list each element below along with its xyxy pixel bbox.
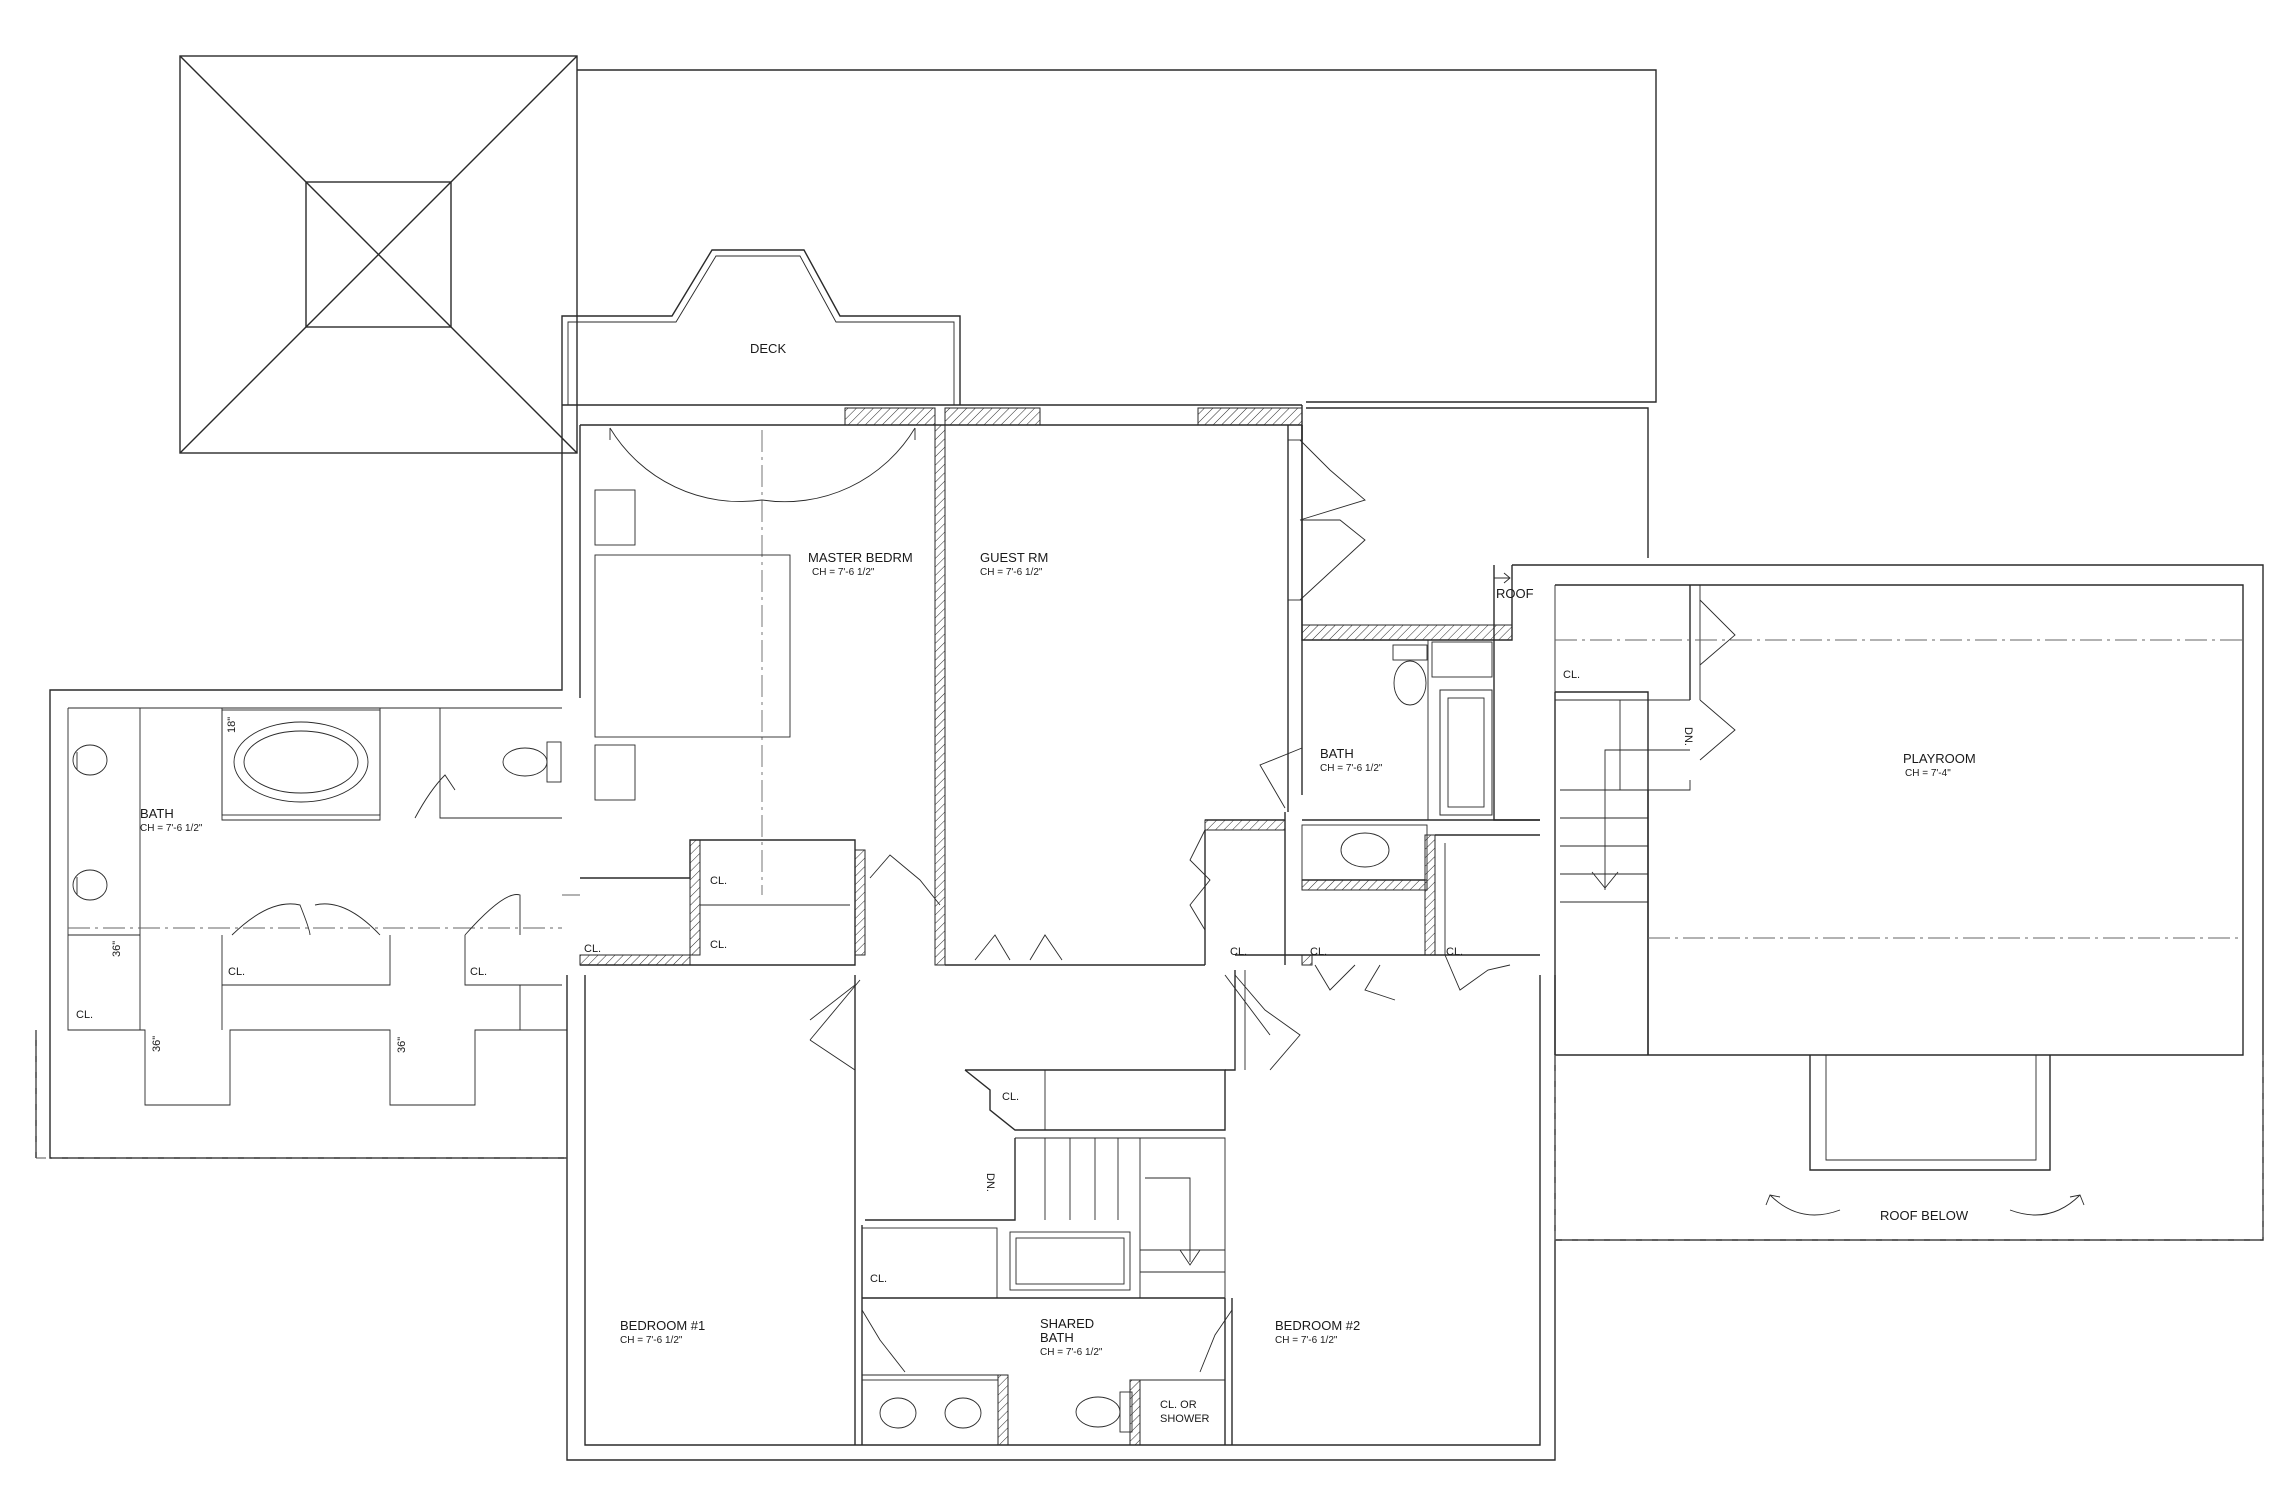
toilet-master xyxy=(502,741,562,783)
hip-roof-outline xyxy=(179,55,578,454)
deck xyxy=(561,249,961,405)
closet-label: CL. xyxy=(1002,1091,1019,1103)
closet-label: CL. xyxy=(710,875,727,887)
shared-bath-label-1: SHARED xyxy=(1040,1316,1094,1331)
dim-36-label: 36" xyxy=(111,941,123,957)
main-roof-outline xyxy=(577,69,1657,558)
room-labels: DECK MASTER BEDRM CH = 7'-6 1/2" GUEST R… xyxy=(140,341,1976,1358)
master-bedroom-label: MASTER BEDRM xyxy=(808,550,913,565)
closet-label: CL. xyxy=(76,1009,93,1021)
guest-bath-ceiling: CH = 7'-6 1/2" xyxy=(1320,763,1383,774)
closet-label: CL. xyxy=(1310,946,1327,958)
bedroom-1-label: BEDROOM #1 xyxy=(620,1318,705,1333)
roof-below-label: ROOF BELOW xyxy=(1880,1208,1969,1223)
dim-18-label: 18" xyxy=(226,717,238,733)
dim-36-label: 36" xyxy=(396,1037,408,1053)
closet-label: CL. xyxy=(710,939,727,951)
deck-label: DECK xyxy=(750,341,786,356)
bathtub-master xyxy=(221,709,381,816)
shared-bath-ceiling: CH = 7'-6 1/2" xyxy=(1040,1347,1103,1358)
closet-label: CL. xyxy=(1446,946,1463,958)
guest-room-ceiling: CH = 7'-6 1/2" xyxy=(980,567,1043,578)
closet-label: CL. xyxy=(470,966,487,978)
fixtures-shared-bath xyxy=(861,1379,1133,1446)
exterior-walls xyxy=(35,404,2264,1461)
master-bath-label: BATH xyxy=(140,806,174,821)
shared-bath-label-2: BATH xyxy=(1040,1330,1074,1345)
interior-walls xyxy=(68,407,1701,1446)
master-bath-ceiling: CH = 7'-6 1/2" xyxy=(140,823,203,834)
roof-flag xyxy=(1493,565,1511,584)
dim-36-label: 36" xyxy=(151,1036,163,1052)
toilet-guest-bath xyxy=(1392,644,1428,706)
tub-guest-bath xyxy=(1439,689,1493,816)
door-swings xyxy=(231,427,1736,1373)
bed xyxy=(594,489,791,801)
dimension-labels: 18" 36" 36" 36" DN. DN. xyxy=(111,717,1694,1192)
closet-label: CL. xyxy=(1230,946,1247,958)
closet-labels: CL. CL. CL. CL. CL. CL. CL. CL. CL. CL. … xyxy=(76,669,1580,1425)
guest-room-label: GUEST RM xyxy=(980,550,1048,565)
bedroom-2-ceiling: CH = 7'-6 1/2" xyxy=(1275,1335,1338,1346)
sinks-master xyxy=(72,744,108,901)
cl-or-shower-label-1: CL. OR xyxy=(1160,1399,1197,1411)
bedroom-2-label: BEDROOM #2 xyxy=(1275,1318,1360,1333)
master-bedroom-ceiling: CH = 7'-6 1/2" xyxy=(812,567,875,578)
closet-label: CL. xyxy=(584,943,601,955)
bedroom-1-ceiling: CH = 7'-6 1/2" xyxy=(620,1335,683,1346)
playroom-ceiling: CH = 7'-4" xyxy=(1905,768,1951,779)
sink-guest-bath xyxy=(1301,824,1428,881)
roof-arrows xyxy=(1765,1194,2085,1216)
center-lines xyxy=(68,430,2243,939)
cl-or-shower-label-2: SHOWER xyxy=(1160,1413,1210,1425)
roof-label: ROOF xyxy=(1496,586,1534,601)
stair-down-label: DN. xyxy=(984,1173,996,1192)
closet-label: CL. xyxy=(228,966,245,978)
closet-label: CL. xyxy=(870,1273,887,1285)
guest-bath-label: BATH xyxy=(1320,746,1354,761)
playroom-label: PLAYROOM xyxy=(1903,751,1976,766)
closet-label: CL. xyxy=(1563,669,1580,681)
stair-down-label: DN. xyxy=(1682,727,1694,746)
